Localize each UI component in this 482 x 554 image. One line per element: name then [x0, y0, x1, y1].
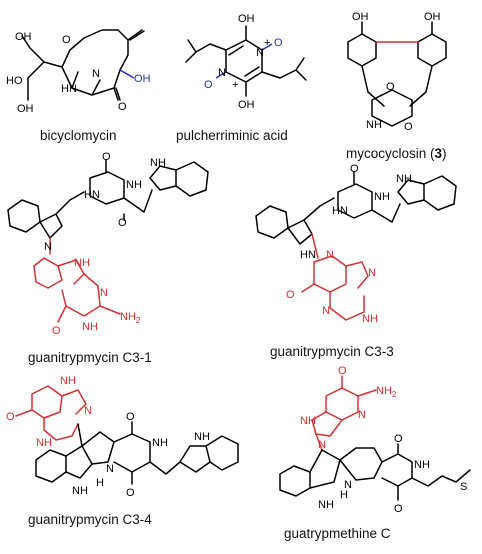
atom-nh-myco: NH [366, 119, 382, 131]
caption-guanitrypmycin-c3-3: guanitrypmycin C3-3 [270, 344, 394, 359]
atom-nh-gc-purine: NH [300, 415, 316, 427]
caption-guanitrypmycin-c3-1: guanitrypmycin C3-1 [28, 350, 152, 365]
atom-n-c31-purine: N [100, 287, 108, 299]
atom-o-c33-purine: O [286, 289, 295, 301]
atom-nh2-gc: NH2 [376, 385, 397, 399]
atom-hn: HN [61, 83, 77, 95]
atom-nh-c31-purine2: NH [82, 321, 98, 333]
atom-oh-pa-bottom: OH [238, 99, 255, 111]
atom-n-c34-purine3: N [84, 405, 92, 417]
atom-plus-2: + [232, 79, 238, 91]
atom-nh-c34: NH [152, 437, 168, 449]
atom-n-c33-purine: N [326, 249, 334, 261]
atom-n-gc-purine: N [358, 409, 366, 421]
atom-nh-c33-indole2: NH [396, 173, 412, 185]
atom-nh-c33: NH [374, 191, 390, 203]
atom-o-gc-purine: O [338, 365, 347, 377]
atom-ho-left: HO [6, 75, 23, 87]
atom-plus-1: + [264, 37, 270, 49]
atom-oh-blue: OH [134, 73, 151, 85]
atom-nh-gc: NH [414, 459, 430, 471]
structure-guanitrypmycin-c3-4: NH O NH N O NH N NH H O NH guanitrypmyci… [6, 375, 239, 527]
atom-n-pa-1: N [256, 47, 264, 59]
atom-oh-myco-right: OH [424, 11, 441, 23]
atom-n-c31-indole: N [44, 241, 52, 253]
atom-n-gc: N [344, 479, 352, 491]
atom-h-c34: H [96, 477, 104, 489]
atom-n-pa-2: N [218, 67, 226, 79]
atom-o-c34-purine: O [6, 411, 15, 423]
structure-guanitrypmycin-c3-1: N O HN NH O NH NH N NH O NH2 guanitrypmy… [7, 151, 209, 365]
atom-n-c33-purine3: N [368, 267, 376, 279]
atom-nh-c34-indole: NH [194, 431, 210, 443]
structure-guatrypmethine-c: O NH2 N NH N O NH N NH H O S guatrypmeth… [279, 365, 471, 541]
atom-nh-gc-indoline: NH [318, 499, 334, 511]
caption-mycocyclosin: mycocyclosin (3) [346, 146, 447, 161]
atom-oh-pa-top: OH [238, 13, 255, 25]
atom-nh2-c31: NH2 [120, 311, 141, 325]
atom-nh-c34-purine: NH [60, 375, 76, 387]
structure-guanitrypmycin-c3-3: HN O HN NH NH N O N NH N guanitrypmycin … [255, 163, 457, 359]
atom-oh-bottom: OH [17, 103, 34, 115]
atom-n: N [92, 68, 100, 80]
atom-hn-c33-indole: HN [300, 249, 316, 261]
atom-o-minus-1: O [274, 37, 283, 49]
structure-mycocyclosin: OH OH O NH O mycocyclosin (3) [346, 11, 447, 161]
atom-nh-c34-purine2: NH [36, 437, 52, 449]
atom-o-c34-2: O [126, 487, 135, 499]
atom-o-minus-2: O [204, 79, 213, 91]
atom-o-c33-1: O [350, 163, 359, 175]
atom-o-c31-purine: O [52, 325, 61, 337]
atom-nh-c31: NH [126, 179, 142, 191]
structure-pulcherriminic-acid: OH OH N N + + O O pulcherriminic acid [176, 13, 307, 143]
atom-h-gc: H [340, 489, 348, 501]
structure-bicyclomycin: O OH HO OH HN N O OH bicyclomycin [6, 29, 151, 143]
atom-nh-c34-indoline: NH [72, 485, 88, 497]
atom-o-gc-2: O [394, 503, 403, 515]
atom-o-c34-1: O [126, 411, 135, 423]
atom-o-myco-2: O [404, 121, 413, 133]
atom-oh-myco-left: OH [352, 11, 369, 23]
caption-pulcherriminic-acid: pulcherriminic acid [176, 128, 288, 143]
atom-nh-c33-purine: NH [362, 313, 378, 325]
caption-bicyclomycin: bicyclomycin [40, 128, 117, 143]
atom-o-myco-1: O [386, 81, 395, 93]
atom-nh-c31-purine: NH [74, 257, 90, 269]
atom-o-c31-1: O [102, 151, 111, 163]
atom-nh-c31-indole2: NH [150, 157, 166, 169]
atom-oh-top: OH [15, 31, 32, 43]
atom-n-c34: N [106, 463, 114, 475]
atom-o-carbonyl: O [118, 101, 127, 113]
caption-guanitrypmycin-c3-4: guanitrypmycin C3-4 [28, 512, 152, 527]
atom-n-c33-purine2: N [322, 305, 330, 317]
atom-s-gc: S [460, 481, 467, 493]
caption-guatrypmethine-c: guatrypmethine C [284, 526, 391, 541]
atom-o-c31-2: O [118, 217, 127, 229]
atom-o-gc-1: O [394, 433, 403, 445]
atom-o-ring: O [62, 34, 71, 46]
atom-hn-c33: HN [332, 205, 348, 217]
atom-hn-c31: HN [84, 189, 100, 201]
atom-n-gc-purine2: N [318, 439, 326, 451]
